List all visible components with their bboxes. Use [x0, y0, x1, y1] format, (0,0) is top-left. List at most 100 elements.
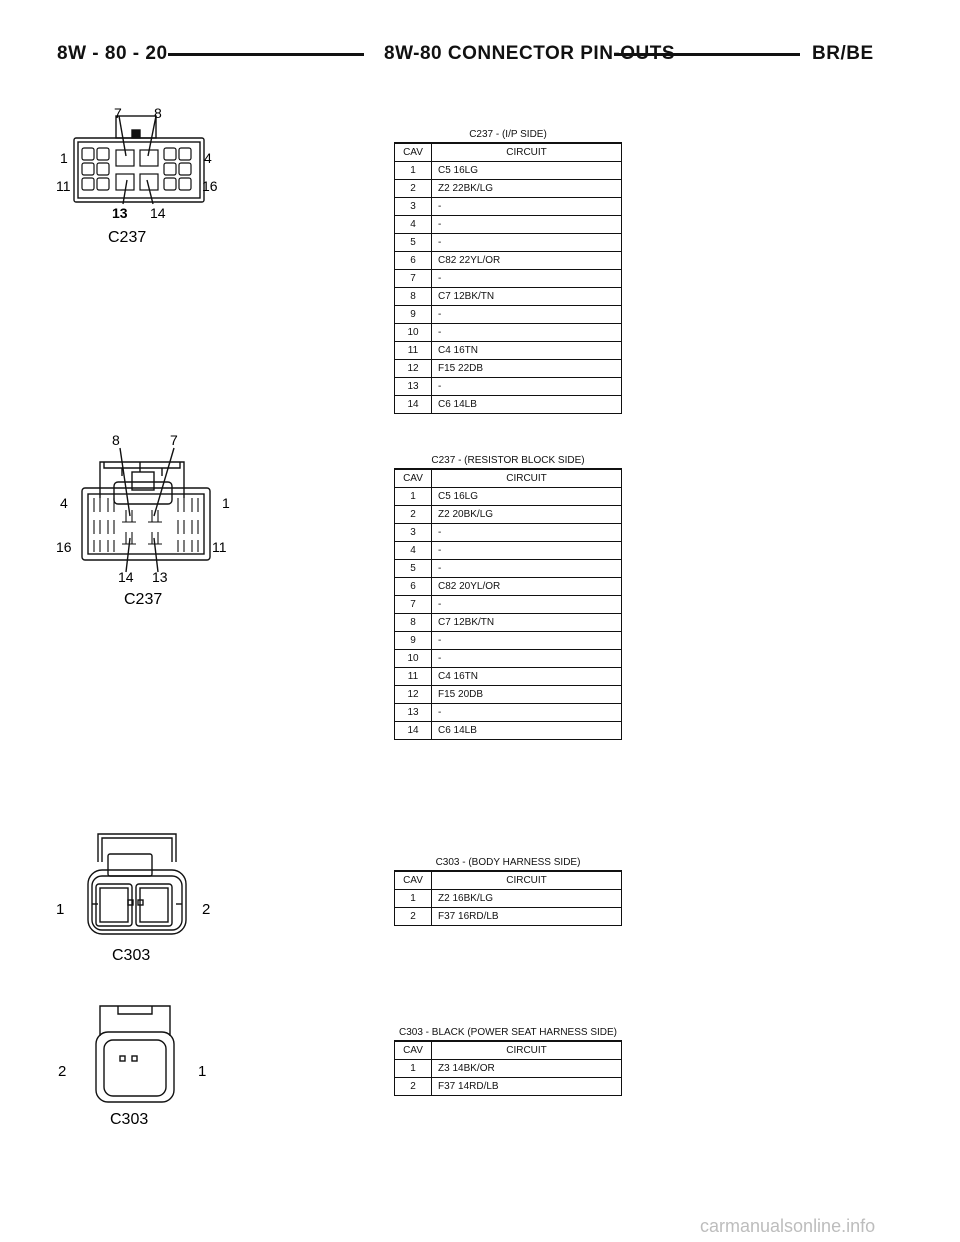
cav-cell: 4 — [394, 541, 432, 560]
circuit-cell: C4 16TN — [431, 341, 622, 360]
cav-cell: 1 — [394, 889, 432, 908]
cav-cell: 2 — [394, 505, 432, 524]
pin-label: 1 — [56, 901, 64, 918]
circuit-cell: C4 16TN — [431, 667, 622, 686]
cav-cell: 8 — [394, 287, 432, 306]
pin-label: 11 — [212, 539, 227, 555]
pin-label: 7 — [170, 432, 178, 448]
connector-drawing-c237-ip: 7 8 1 4 11 16 13 14 C237 — [52, 100, 222, 250]
pin-label: 16 — [202, 178, 218, 194]
cav-cell: 1 — [394, 161, 432, 180]
table-row: 9- — [394, 305, 622, 324]
connector-label: C303 — [110, 1111, 148, 1128]
circuit-cell: F15 20DB — [431, 685, 622, 704]
circuit-cell: - — [431, 305, 622, 324]
circuit-cell: C6 14LB — [431, 395, 622, 414]
pin-label: 4 — [60, 495, 68, 511]
cav-cell: 8 — [394, 613, 432, 632]
page-header: 8W - 80 - 20 8W-80 CONNECTOR PIN-OUTS BR… — [0, 0, 960, 80]
circuit-cell: C7 12BK/TN — [431, 613, 622, 632]
table-row: 4- — [394, 215, 622, 234]
circuit-cell: Z3 14BK/OR — [431, 1059, 622, 1078]
connector-drawing-c303-power-seat: 2 1 C303 — [52, 1000, 222, 1130]
cav-cell: 2 — [394, 907, 432, 926]
circuit-cell: F37 14RD/LB — [431, 1077, 622, 1096]
table-title: C303 - BLACK (POWER SEAT HARNESS SIDE) — [398, 1027, 618, 1038]
connector-label: C237 — [124, 591, 162, 608]
cav-cell: 6 — [394, 251, 432, 270]
circuit-cell: - — [431, 703, 622, 722]
model-code: BR/BE — [812, 43, 874, 64]
circuit-header: CIRCUIT — [431, 142, 622, 162]
circuit-cell: - — [431, 649, 622, 668]
cav-cell: 9 — [394, 631, 432, 650]
table-row: 5- — [394, 559, 622, 578]
circuit-header: CIRCUIT — [431, 870, 622, 890]
cav-cell: 6 — [394, 577, 432, 596]
circuit-cell: C6 14LB — [431, 721, 622, 740]
cav-cell: 3 — [394, 523, 432, 542]
cav-cell: 5 — [394, 559, 432, 578]
page-number: 8W - 80 - 20 — [57, 43, 168, 64]
cav-cell: 5 — [394, 233, 432, 252]
circuit-cell: C5 16LG — [431, 487, 622, 506]
pin-label: 1 — [198, 1063, 206, 1080]
cav-header: CAV — [394, 870, 432, 890]
cav-cell: 13 — [394, 703, 432, 722]
circuit-cell: - — [431, 233, 622, 252]
circuit-cell: C5 16LG — [431, 161, 622, 180]
table-row: 3- — [394, 197, 622, 216]
pin-label: 8 — [112, 432, 120, 448]
cav-cell: 4 — [394, 215, 432, 234]
circuit-cell: - — [431, 197, 622, 216]
section-title: 8W-80 CONNECTOR PIN-OUTS — [384, 43, 676, 64]
circuit-cell: - — [431, 559, 622, 578]
pin-label: 11 — [56, 178, 71, 194]
header-rule-right — [614, 53, 800, 56]
header-rule-left — [168, 53, 364, 56]
cav-cell: 13 — [394, 377, 432, 396]
table-row: 13- — [394, 703, 622, 722]
cav-cell: 10 — [394, 649, 432, 668]
cav-header: CAV — [394, 1040, 432, 1060]
table-row: 10- — [394, 323, 622, 342]
circuit-cell: C82 20YL/OR — [431, 577, 622, 596]
cav-cell: 7 — [394, 595, 432, 614]
circuit-cell: - — [431, 631, 622, 650]
cav-cell: 3 — [394, 197, 432, 216]
table-title: C237 - (I/P SIDE) — [469, 129, 547, 140]
pin-table-c237-resistor: C237 - (RESISTOR BLOCK SIDE) CAV CIRCUIT… — [394, 454, 622, 740]
circuit-cell: - — [431, 595, 622, 614]
cav-cell: 10 — [394, 323, 432, 342]
pin-label: 8 — [154, 105, 162, 121]
cav-cell: 14 — [394, 395, 432, 414]
pin-label: 16 — [56, 539, 72, 555]
table-title: C237 - (RESISTOR BLOCK SIDE) — [431, 455, 585, 466]
pin-table-c303-body: C303 - (BODY HARNESS SIDE) CAV CIRCUIT 1… — [394, 856, 622, 926]
cav-cell: 12 — [394, 359, 432, 378]
cav-cell: 7 — [394, 269, 432, 288]
table-row: 7- — [394, 269, 622, 288]
cav-cell: 2 — [394, 179, 432, 198]
table-row: 4- — [394, 541, 622, 560]
connector-label: C237 — [108, 229, 146, 246]
circuit-cell: Z2 20BK/LG — [431, 505, 622, 524]
